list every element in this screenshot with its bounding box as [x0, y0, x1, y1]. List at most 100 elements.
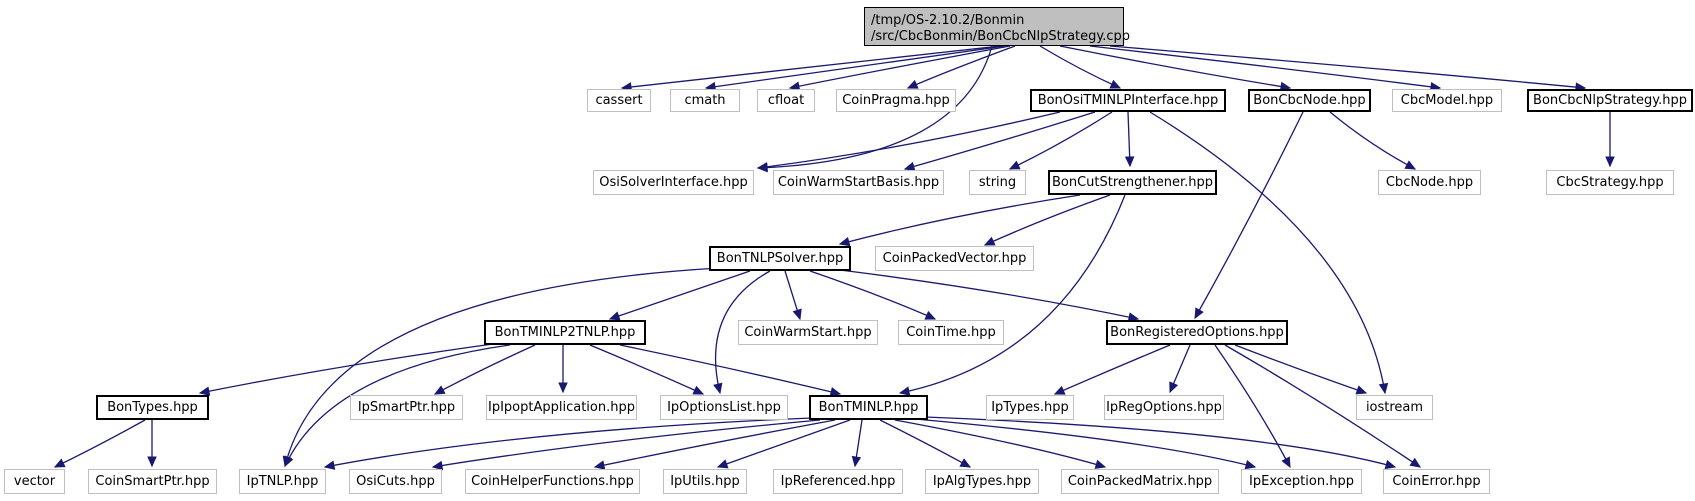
arrowhead-bonositminlp-boncutstrengthener	[1124, 156, 1135, 168]
node-vector[interactable]: vector	[4, 469, 65, 494]
edge-root-cmath	[705, 45, 1006, 89]
arrowhead-boncutstrengthener-coinpackedvector	[983, 236, 996, 246]
node-string[interactable]: string	[969, 170, 1026, 195]
edge-bontminlp2tnlp-ipsmartptr	[434, 344, 536, 395]
node-coinpackedmatrix[interactable]: CoinPackedMatrix.hpp	[1061, 469, 1219, 494]
edge-bontnlpsolver-cointime	[809, 270, 936, 320]
node-ipalgtypes[interactable]: IpAlgTypes.hpp	[925, 469, 1039, 494]
node-iostream[interactable]: iostream	[1356, 395, 1433, 420]
edge-root-cbcmodel	[1089, 45, 1441, 89]
edge-root-cassert	[621, 45, 1001, 89]
edge-bontnlpsolver-bontminlp2tnlp	[609, 270, 751, 320]
arrowhead-bontminlp-coinerror	[1384, 459, 1397, 470]
root-file-node[interactable]: /tmp/OS-2.10.2/Bonmin /src/CbcBonmin/Bon…	[864, 7, 1130, 46]
arrowhead-bontminlp-ipreferenced	[851, 455, 862, 468]
arrowhead-root-bonositminlp	[1109, 79, 1122, 89]
node-coinerror[interactable]: CoinError.hpp	[1383, 469, 1490, 494]
edge-bonregisteredoptions-iptypes	[1054, 344, 1171, 395]
arrowhead-bontnlpsolver-bontminlp2tnlp	[608, 311, 621, 321]
node-cmath[interactable]: cmath	[670, 89, 740, 112]
node-osicuts[interactable]: OsiCuts.hpp	[349, 469, 442, 494]
arrowhead-bontypes-vector	[53, 458, 66, 468]
edge-bonregisteredoptions-iostream	[1234, 344, 1367, 394]
node-bontminlp2tnlp[interactable]: BonTMINLP2TNLP.hpp	[484, 320, 646, 345]
node-coinsmartptr[interactable]: CoinSmartPtr.hpp	[88, 469, 217, 494]
edge-bontminlp-coinerror	[924, 416, 1396, 468]
node-ipreferenced[interactable]: IpReferenced.hpp	[773, 469, 903, 494]
edge-root-boncbcnode	[1059, 45, 1291, 89]
node-bonositminlpinterface[interactable]: BonOsiTMINLPInterface.hpp	[1030, 89, 1226, 112]
node-cointime[interactable]: CoinTime.hpp	[898, 320, 1004, 345]
node-boncutstrengthener[interactable]: BonCutStrengthener.hpp	[1048, 170, 1217, 195]
edge-boncutstrengthener-bontnlpsolver	[839, 194, 1081, 245]
node-bonregisteredoptions[interactable]: BonRegisteredOptions.hpp	[1106, 320, 1288, 345]
node-ipexception[interactable]: IpException.hpp	[1241, 469, 1362, 494]
arrowhead-bonositminlp-osisolver	[756, 162, 769, 172]
edge-bontminlp-osicuts	[432, 419, 821, 468]
arrowhead-bontypes-coinsmartptr	[147, 456, 157, 468]
node-coinhelperfunctions[interactable]: CoinHelperFunctions.hpp	[465, 469, 640, 494]
edge-bontminlp2tnlp-ipoptionslist	[589, 344, 704, 395]
node-bontnlpsolver[interactable]: BonTNLPSolver.hpp	[709, 246, 851, 271]
edge-bonositminlp-coinwarmstartbasis	[904, 111, 1096, 170]
arrowhead-root-coinpragma	[906, 79, 919, 89]
root-file-path-line1: /tmp/OS-2.10.2/Bonmin	[871, 13, 1025, 28]
arrowhead-boncutstrengthener-bontminlp	[898, 386, 911, 396]
arrowhead-boncbcnlpstrategy-cbcstrategy	[1605, 156, 1615, 168]
edge-boncbcnode-cbcnode	[1329, 111, 1416, 170]
node-cfloat[interactable]: cfloat	[757, 89, 815, 112]
node-ipoptionslist[interactable]: IpOptionsList.hpp	[660, 395, 788, 420]
edge-bontnlpsolver-ipoptionslist	[714, 270, 771, 394]
node-coinwarmstart[interactable]: CoinWarmStart.hpp	[738, 320, 878, 345]
node-coinpragma[interactable]: CoinPragma.hpp	[836, 89, 956, 112]
arrowhead-bontminlp-coinpackedmatrix	[1094, 459, 1107, 469]
edge-root-cfloat	[789, 45, 1011, 89]
edge-root-coinpragma	[907, 45, 1016, 89]
edge-bontminlp-ipalgtypes	[879, 419, 971, 468]
node-iptnlp[interactable]: IpTNLP.hpp	[239, 469, 326, 494]
node-cbcnode[interactable]: CbcNode.hpp	[1378, 170, 1481, 195]
node-cassert[interactable]: cassert	[587, 89, 651, 112]
edge-boncbcnode-bonregisteredoptions	[1194, 111, 1304, 319]
arrowhead-bontnlpsolver-ipoptionslist	[713, 382, 723, 395]
node-coinwarmstartbasis[interactable]: CoinWarmStartBasis.hpp	[773, 170, 944, 195]
arrowhead-bontminlp-coinhelperfunctions	[593, 460, 606, 470]
arrowhead-bontminlp2tnlp-ipoptionslist	[692, 385, 705, 395]
node-cbcmodel[interactable]: CbcModel.hpp	[1392, 89, 1502, 112]
arrowhead-bontminlp-iputils	[716, 459, 729, 469]
arrowhead-boncutstrengthener-bontnlpsolver	[838, 236, 851, 247]
node-coinpackedvector[interactable]: CoinPackedVector.hpp	[875, 246, 1034, 271]
node-bontypes[interactable]: BonTypes.hpp	[96, 395, 209, 420]
node-iputils[interactable]: IpUtils.hpp	[663, 469, 747, 494]
arrowhead-bonositminlp-coinwarmstartbasis	[903, 161, 916, 172]
edge-bontminlp-iptnlp	[324, 417, 813, 468]
arrowhead-bontminlp2tnlp-ipipoptapplication	[558, 382, 568, 394]
arrowhead-bontminlp-ipalgtypes	[959, 458, 972, 468]
arrowhead-bontminlp2tnlp-bontminlp	[829, 387, 842, 397]
arrowhead-bonregisteredoptions-iptypes	[1053, 385, 1066, 395]
arrowhead-bontminlp-iptnlp	[323, 460, 336, 470]
arrowhead-bontminlp2tnlp-bontypes	[198, 386, 211, 396]
node-boncbcnlpstrategy[interactable]: BonCbcNlpStrategy.hpp	[1527, 89, 1693, 112]
arrowhead-bonregisteredoptions-coinerror	[1409, 457, 1422, 468]
edge-bonositminlp-iostream	[1149, 111, 1386, 394]
arrowhead-boncbcnode-cbcnode	[1404, 160, 1417, 170]
node-osisolverinterface[interactable]: OsiSolverInterface.hpp	[593, 170, 754, 195]
node-ipregoptions[interactable]: IpRegOptions.hpp	[1104, 395, 1224, 420]
edge-bontminlp-coinhelperfunctions	[594, 419, 836, 468]
edge-boncutstrengthener-coinpackedvector	[984, 194, 1111, 246]
arrowhead-bonregisteredoptions-ipexception	[1281, 456, 1291, 469]
node-ipipoptapplication[interactable]: IpIpoptApplication.hpp	[486, 395, 637, 420]
node-cbcstrategy[interactable]: CbcStrategy.hpp	[1546, 170, 1674, 195]
node-boncbcnode[interactable]: BonCbcNode.hpp	[1248, 89, 1371, 112]
arrowhead-bontminlp2tnlp-iptnlp	[284, 455, 294, 468]
arrowhead-bonregisteredoptions-iostream	[1355, 385, 1368, 395]
edge-bonregisteredoptions-ipexception	[1214, 344, 1291, 468]
edge-bontminlp-coinpackedmatrix	[894, 419, 1106, 468]
node-ipsmartptr[interactable]: IpSmartPtr.hpp	[350, 395, 463, 420]
edge-bontnlpsolver-bonregisteredoptions	[839, 269, 1139, 320]
node-bontminlp[interactable]: BonTMINLP.hpp	[809, 395, 928, 420]
node-iptypes[interactable]: IpTypes.hpp	[986, 395, 1074, 420]
edge-bontypes-vector	[54, 419, 146, 468]
